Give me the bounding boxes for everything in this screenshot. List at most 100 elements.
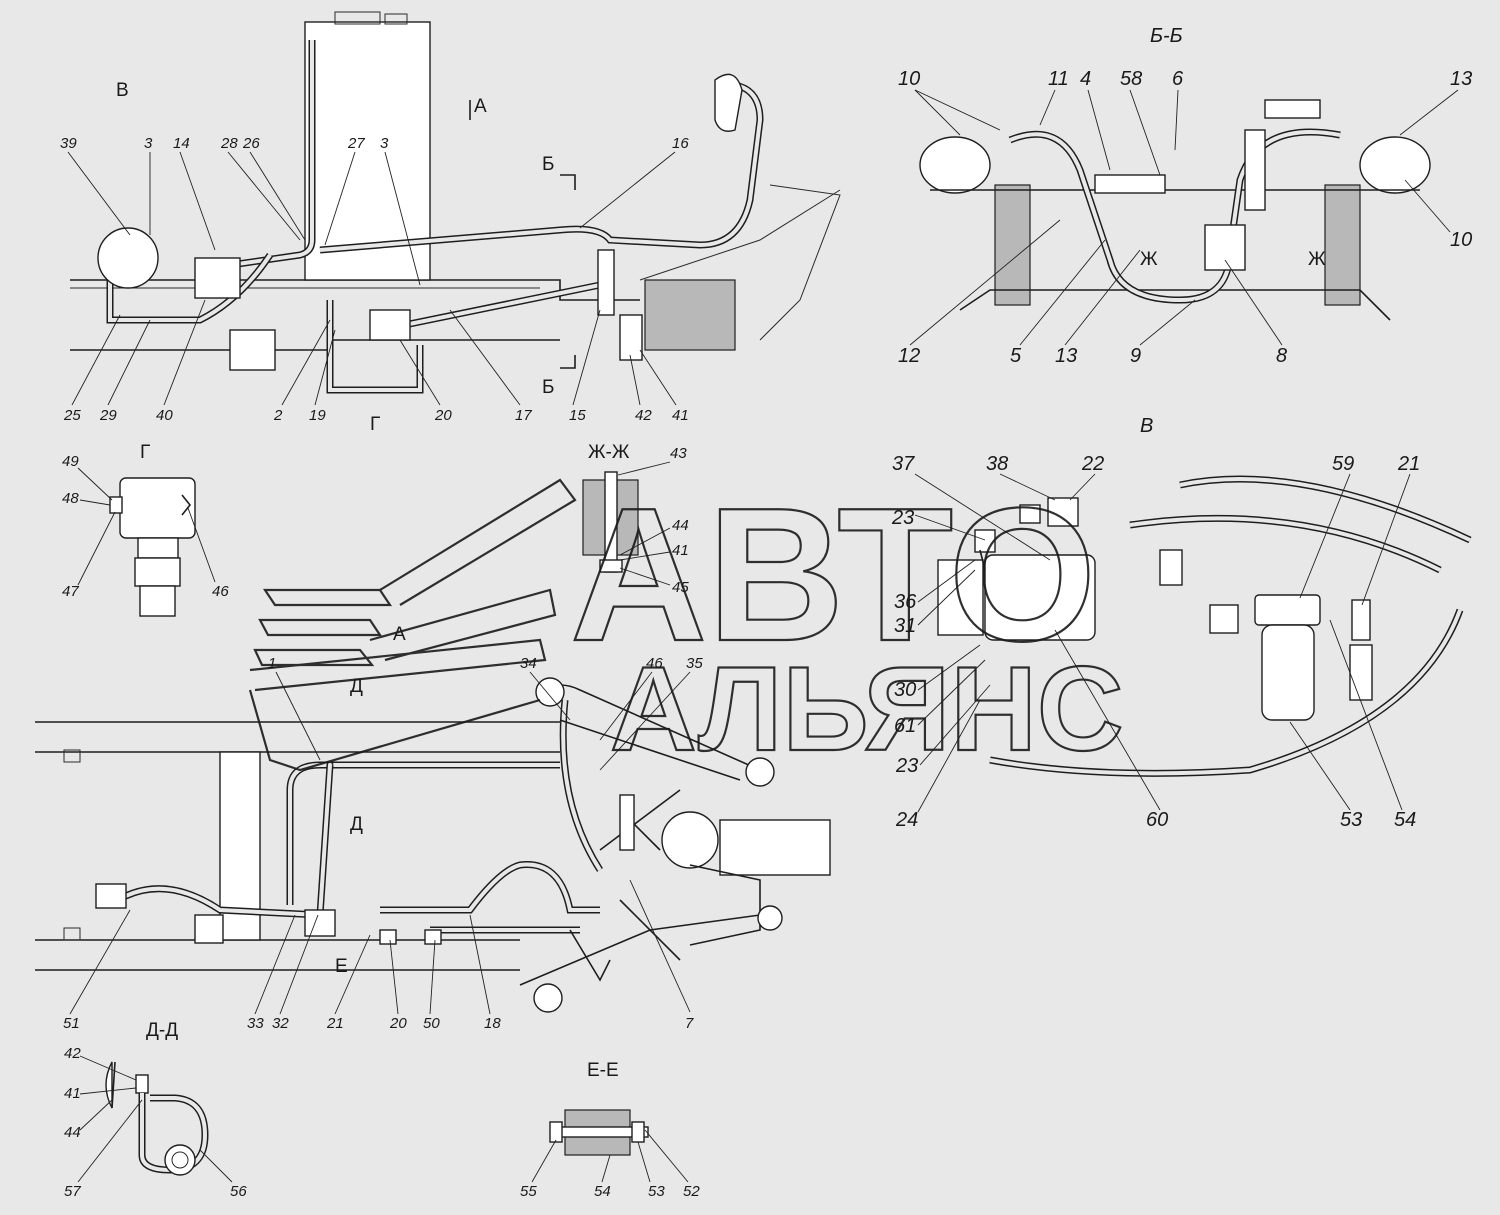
view-label-a: А [393, 624, 406, 645]
labels-dd: Д-Д 42 41 44 57 56 [64, 1020, 247, 1200]
cut-dd-title: Д-Д [146, 1020, 178, 1041]
callout: 24 [895, 809, 918, 831]
callout: 53 [648, 1183, 665, 1200]
labels-top-left: В А Б Б Г 39 3 14 28 26 27 3 16 25 29 40… [60, 80, 689, 435]
callout: 20 [389, 1015, 407, 1032]
callout: 10 [898, 68, 920, 90]
callout: 50 [423, 1015, 440, 1032]
labels-g: Г 49 48 47 46 [62, 442, 229, 600]
callout: 51 [63, 1015, 80, 1032]
callout: 46 [646, 655, 663, 672]
callout: 52 [683, 1183, 700, 1200]
callout: 58 [1120, 68, 1142, 90]
callout: 44 [64, 1124, 81, 1141]
callout: 19 [309, 407, 326, 424]
callout: 43 [670, 445, 687, 462]
view-g-title: Г [140, 442, 150, 463]
watermark: АВТО АЛЬЯНС [248, 468, 1125, 777]
callout: 35 [686, 655, 703, 672]
callout: 30 [894, 679, 916, 701]
callout: 25 [63, 407, 81, 424]
callout: 48 [62, 490, 79, 507]
callout: 49 [62, 453, 79, 470]
callout: 41 [64, 1085, 81, 1102]
callout: 14 [173, 135, 190, 152]
callout: 38 [986, 453, 1008, 475]
callout: 17 [515, 407, 532, 424]
section-ee [549, 1109, 649, 1156]
callout: 7 [685, 1015, 694, 1032]
callout: 5 [1010, 345, 1022, 367]
callout: 31 [894, 615, 916, 637]
view-g [109, 477, 196, 617]
callout: 13 [1055, 345, 1077, 367]
callout: 54 [1394, 809, 1416, 831]
callout: 32 [272, 1015, 289, 1032]
labels-bb: Б-Б 10 11 4 58 6 13 10 12 5 13 9 8 Ж Ж [898, 25, 1472, 367]
callout: 4 [1080, 68, 1091, 90]
view-v-title: В [1140, 415, 1153, 437]
callout: 56 [230, 1183, 247, 1200]
cut-label-b-bottom: Б [542, 377, 554, 398]
view-label-b: В [116, 80, 129, 101]
cut-mark-zh: Ж [1140, 249, 1158, 270]
callout: 42 [635, 407, 652, 424]
section-bb [919, 99, 1431, 321]
callout: 23 [891, 507, 914, 529]
section-dd [105, 1061, 209, 1176]
callout: 27 [347, 135, 365, 152]
callout: 55 [520, 1183, 537, 1200]
labels-zhzh: Ж-Ж 43 44 41 45 [588, 442, 689, 596]
main-view-top [70, 11, 841, 394]
watermark-line2: АЛЬЯНС [610, 642, 1124, 776]
callout: 46 [212, 583, 229, 600]
cut-ee-title: Е-Е [587, 1060, 619, 1081]
callout: 26 [242, 135, 260, 152]
callout: 23 [895, 755, 918, 777]
cut-mark-zh: Ж [1308, 249, 1326, 270]
callout: 29 [99, 407, 117, 424]
view-label-g: Г [370, 414, 380, 435]
callout: 44 [672, 517, 689, 534]
view-label-a: А [474, 96, 487, 117]
cut-label-d: Д [350, 814, 363, 835]
callout: 11 [1048, 68, 1069, 90]
section-zhzh [582, 471, 639, 573]
labels-ee: Е-Е 55 54 53 52 [520, 1060, 700, 1200]
callout: 33 [247, 1015, 264, 1032]
callout: 61 [894, 715, 916, 737]
callout: 45 [672, 579, 689, 596]
callout: 9 [1130, 345, 1141, 367]
callout: 53 [1340, 809, 1362, 831]
callout: 21 [1397, 453, 1420, 475]
callout: 57 [64, 1183, 81, 1200]
main-view-bottom [35, 677, 831, 1013]
callout: 20 [434, 407, 452, 424]
callout: 18 [484, 1015, 501, 1032]
callout: 34 [520, 655, 537, 672]
callout: 41 [672, 542, 689, 559]
callout: 1 [268, 655, 276, 672]
callout: 60 [1146, 809, 1168, 831]
callout: 37 [892, 453, 915, 475]
cut-zhzh-title: Ж-Ж [588, 442, 630, 463]
callout: 12 [898, 345, 920, 367]
callout: 15 [569, 407, 586, 424]
callout: 28 [220, 135, 238, 152]
labels-bottom: А Д Д Е 1 34 46 35 51 33 32 21 20 50 18 … [63, 624, 703, 1032]
callout: 40 [156, 407, 173, 424]
watermark-line1: АВТО [570, 469, 1096, 681]
callout: 16 [672, 135, 689, 152]
callout: 8 [1276, 345, 1287, 367]
callout: 47 [62, 583, 79, 600]
callout: 59 [1332, 453, 1354, 475]
callout: 22 [1081, 453, 1104, 475]
labels-v: В 37 38 22 59 21 23 36 31 30 61 23 24 60… [891, 415, 1420, 831]
callout: 2 [273, 407, 283, 424]
view-v [937, 475, 1472, 777]
callout: 54 [594, 1183, 611, 1200]
callout: 6 [1172, 68, 1184, 90]
cut-label-e: Е [335, 956, 348, 977]
callout: 3 [380, 135, 389, 152]
